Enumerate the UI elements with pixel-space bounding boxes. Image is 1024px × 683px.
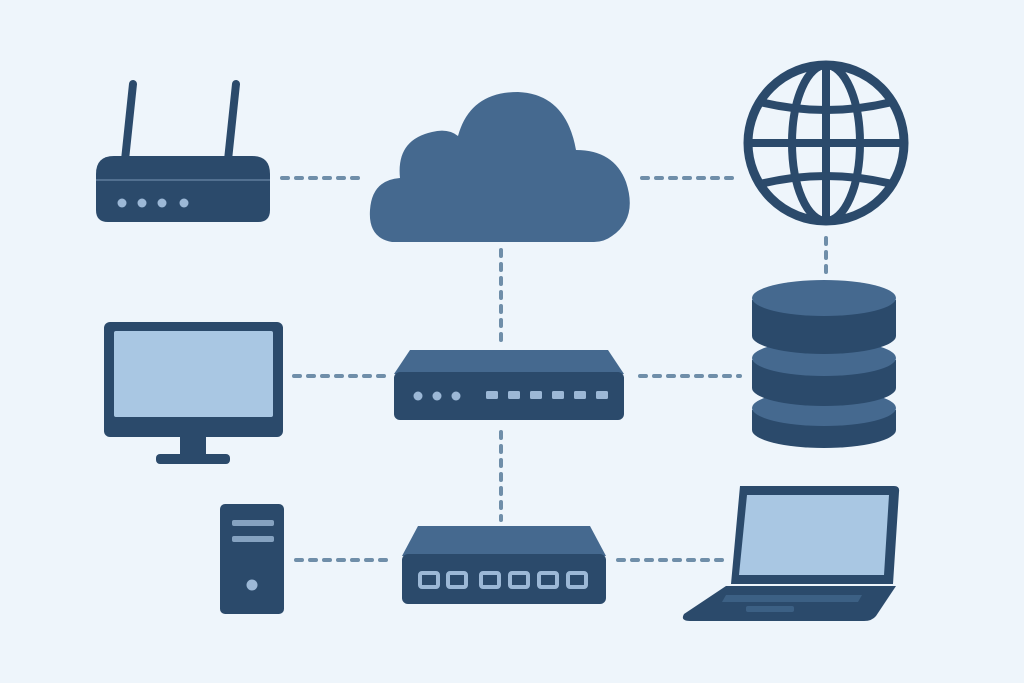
database-icon bbox=[752, 280, 896, 448]
pc-tower-icon bbox=[220, 504, 284, 614]
network-switch-icon bbox=[394, 350, 624, 420]
ethernet-hub-icon bbox=[402, 526, 606, 604]
connections bbox=[280, 176, 828, 562]
cloud-icon bbox=[369, 92, 630, 242]
globe-icon bbox=[743, 60, 909, 226]
laptop-icon bbox=[682, 486, 900, 621]
wifi-router-icon bbox=[96, 80, 270, 222]
desktop-monitor-icon bbox=[104, 322, 283, 464]
